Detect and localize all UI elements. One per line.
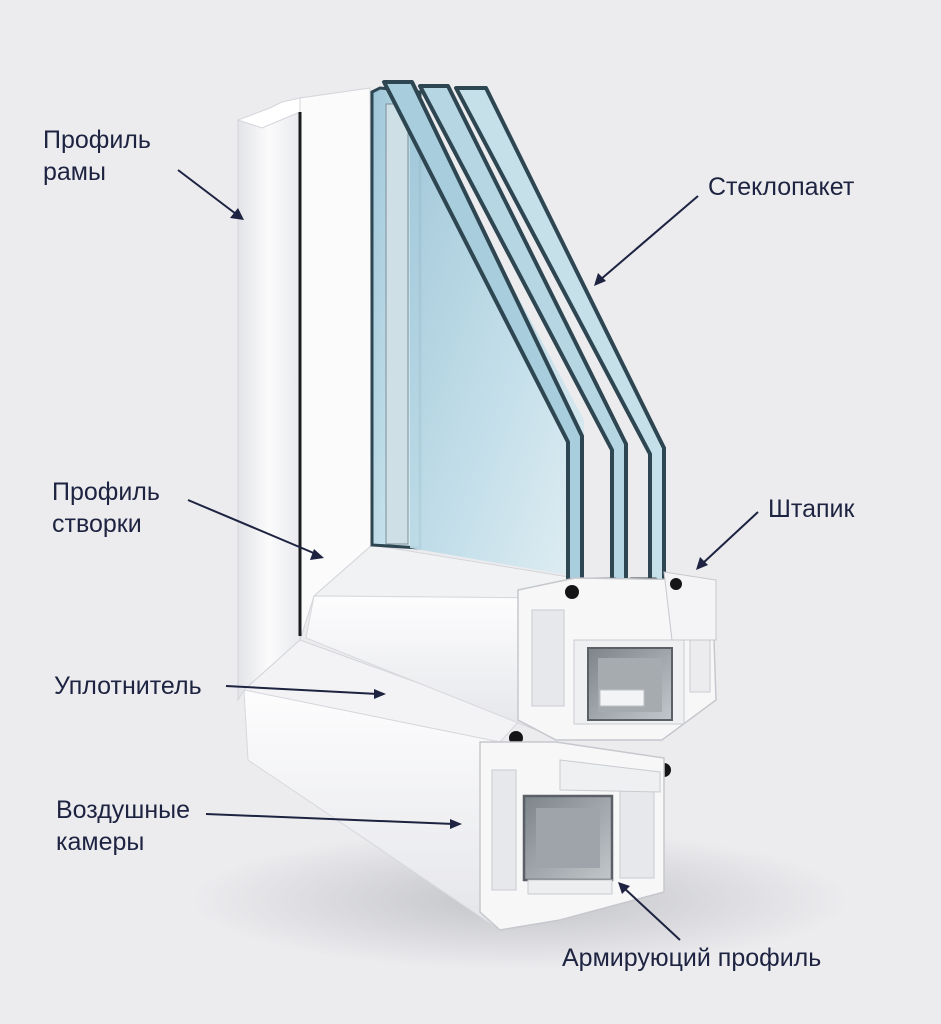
- label-seal: Уплотнитель: [54, 670, 202, 702]
- sash-profile-shape: [298, 87, 576, 739]
- label-sash-profile-line1: Профиль: [52, 478, 160, 506]
- label-glazing-bead-text: Штапик: [768, 495, 855, 523]
- leader-lines: [177, 169, 759, 941]
- leader-air-chambers: [205, 813, 455, 825]
- label-glazing-bead: Штапик: [768, 493, 854, 525]
- leader-reinforcement: [623, 887, 681, 941]
- leader-seal: [225, 685, 379, 695]
- label-sash-profile: Профиль створки: [52, 476, 160, 540]
- label-sash-profile-line2: створки: [52, 510, 142, 538]
- frame-profile-shape: [236, 97, 521, 931]
- leader-glass-unit: [599, 195, 699, 281]
- label-seal-text: Уплотнитель: [54, 672, 202, 700]
- leader-sash-profile: [187, 499, 317, 555]
- sash-cross-section: [509, 571, 717, 777]
- leader-glazing-bead: [701, 511, 759, 565]
- label-glass-unit: Стеклопакет: [708, 171, 854, 203]
- label-air-chambers-line1: Воздушные: [56, 796, 191, 824]
- label-frame-profile-line1: Профиль: [43, 126, 151, 154]
- glass-unit-shape: [370, 80, 666, 605]
- label-glass-unit-text: Стеклопакет: [708, 173, 855, 201]
- label-reinforcement-text: Армируюций профиль: [562, 944, 822, 972]
- leader-frame-profile: [177, 169, 237, 215]
- frame-cross-section: [479, 741, 665, 931]
- label-frame-profile: Профиль рамы: [43, 124, 151, 188]
- label-air-chambers-line2: камеры: [56, 828, 145, 856]
- label-air-chambers: Воздушные камеры: [56, 794, 190, 858]
- label-frame-profile-line2: рамы: [43, 158, 106, 186]
- label-reinforcement: Армируюций профиль: [562, 942, 821, 974]
